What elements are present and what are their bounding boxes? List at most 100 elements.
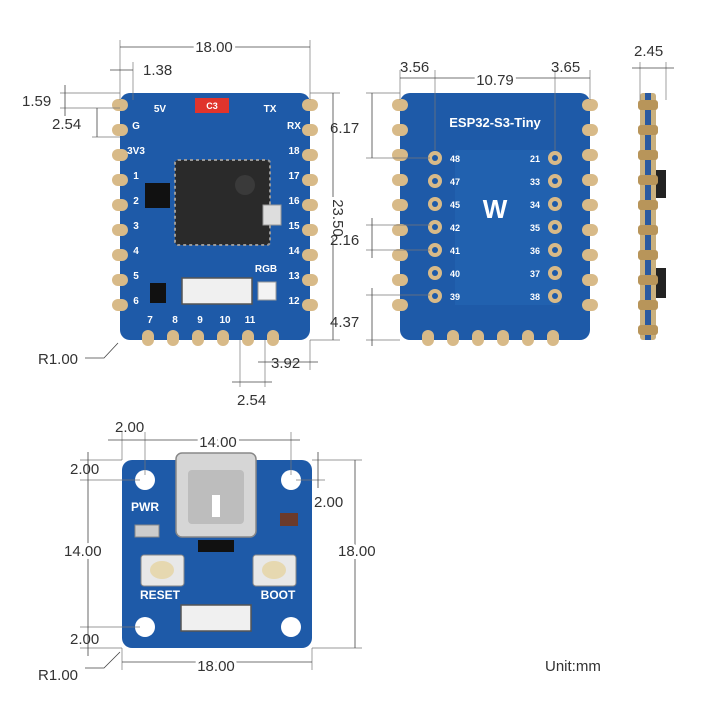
back-left-hole-center <box>432 293 438 299</box>
front-left-pad <box>112 299 128 311</box>
side-component-1 <box>656 170 666 198</box>
front-rgb-label: RGB <box>255 264 277 275</box>
back-right-pad <box>582 174 598 186</box>
side-component-2 <box>656 268 666 298</box>
side-pad-ridge <box>638 325 658 335</box>
dim-front-left-margin: 1.38 <box>143 62 172 79</box>
dim-side-thickness: 2.45 <box>634 43 663 60</box>
back-right-pin-label: 21 <box>530 154 540 164</box>
back-right-pad <box>582 299 598 311</box>
side-pad-ridge <box>638 275 658 285</box>
bottom-board: PWR RESET BOOT <box>122 452 312 648</box>
back-trace-panel <box>455 150 560 305</box>
front-left-pin-label: 2 <box>133 196 139 207</box>
back-right-hole-center <box>552 270 558 276</box>
front-left-pin-label: 4 <box>133 246 139 257</box>
mount-hole-tl <box>135 470 155 490</box>
front-right-pad <box>302 299 318 311</box>
front-right-pin-label: 16 <box>288 196 300 207</box>
dim-back-left-offset: 3.56 <box>400 59 429 76</box>
side-pad-ridge <box>638 100 658 110</box>
front-left-pin-label: 3V3 <box>127 146 145 157</box>
back-bottom-pad <box>547 330 559 346</box>
mount-hole-tr <box>281 470 301 490</box>
front-right-pad <box>302 124 318 136</box>
dim-front-height: 23.50 <box>329 199 346 237</box>
back-right-pad <box>582 124 598 136</box>
back-left-pad <box>392 224 408 236</box>
back-right-pad <box>582 199 598 211</box>
front-right-pad <box>302 224 318 236</box>
side-pad-ridges <box>638 100 658 335</box>
front-left-pad <box>112 124 128 136</box>
front-left-pad <box>112 199 128 211</box>
side-pad-ridge <box>638 300 658 310</box>
back-left-pad <box>392 149 408 161</box>
back-left-pin-label: 42 <box>450 223 460 233</box>
reset-button-cap[interactable] <box>150 561 174 579</box>
back-left-pad <box>392 274 408 286</box>
boot-label: BOOT <box>261 588 296 602</box>
mount-hole-br <box>281 617 301 637</box>
front-inductor <box>145 183 170 208</box>
front-right-pin-label: 12 <box>288 296 300 307</box>
front-view: C3 5V TX RGB G3V3123456RX181716151413127… <box>112 93 318 346</box>
back-bottom-pad <box>422 330 434 346</box>
front-tx-label: TX <box>264 104 277 115</box>
front-bottom-pad <box>167 330 179 346</box>
front-left-pad <box>112 99 128 111</box>
dim-front-width: 18.00 <box>195 39 233 56</box>
front-right-pad <box>302 99 318 111</box>
side-pcb-core <box>645 93 651 340</box>
front-left-pin-label: 1 <box>133 171 139 182</box>
waveshare-logo-icon: W <box>483 194 508 224</box>
back-right-pin-label: 33 <box>530 177 540 187</box>
back-right-pin-label: 38 <box>530 292 540 302</box>
dim-front-edge-offset: 3.92 <box>271 355 300 372</box>
front-left-pad <box>112 149 128 161</box>
back-right-hole-center <box>552 201 558 207</box>
back-left-pin-label: 48 <box>450 154 460 164</box>
bottom-pcb <box>122 460 312 648</box>
back-right-pin-label: 37 <box>530 269 540 279</box>
back-left-pad <box>392 174 408 186</box>
back-left-hole-center <box>432 155 438 161</box>
front-right-pad <box>302 149 318 161</box>
back-left-pin-label: 39 <box>450 292 460 302</box>
front-right-pin-label: 18 <box>288 146 300 157</box>
side-pad-ridge <box>638 150 658 160</box>
pwr-label: PWR <box>131 500 159 514</box>
front-right-pad <box>302 274 318 286</box>
back-right-pin-label: 35 <box>530 223 540 233</box>
back-bottom-pad <box>447 330 459 346</box>
back-left-pad <box>392 199 408 211</box>
front-right-pin-label: 14 <box>288 246 300 257</box>
side-pad-ridge <box>638 200 658 210</box>
dim-bottom-corner-radius: R1.00 <box>38 667 78 684</box>
front-c3-marker <box>195 98 229 113</box>
unit-label: Unit:mm <box>545 658 601 675</box>
back-bottom-pad <box>472 330 484 346</box>
dim-front-corner-radius: R1.00 <box>38 351 78 368</box>
back-right-pin-label: 36 <box>530 246 540 256</box>
back-right-pad <box>582 249 598 261</box>
dim-bottom-hole-span-y: 14.00 <box>64 543 102 560</box>
dim-back-pin-span: 10.79 <box>476 72 514 89</box>
back-right-hole-center <box>552 155 558 161</box>
boot-button-cap[interactable] <box>262 561 286 579</box>
front-bottom-pad <box>217 330 229 346</box>
usb-pin-header <box>198 540 234 552</box>
back-right-hole-center <box>552 178 558 184</box>
front-right-pin-label: 15 <box>288 221 300 232</box>
back-title: ESP32-S3-Tiny <box>449 115 541 130</box>
dim-bottom-height: 18.00 <box>338 543 376 560</box>
front-bottom-pin-label: 10 <box>219 315 231 326</box>
back-right-hole-center <box>552 293 558 299</box>
dim-back-pin-pitch: 2.16 <box>330 232 359 249</box>
side-view <box>638 93 666 340</box>
front-c3-label: C3 <box>206 101 218 111</box>
back-right-pad <box>582 274 598 286</box>
